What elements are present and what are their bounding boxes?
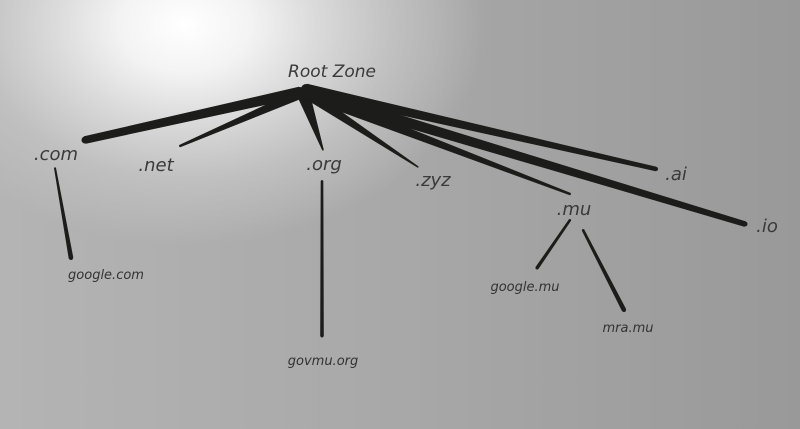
node-root-zone: Root Zone bbox=[288, 62, 376, 82]
node-domain-mra-mu: mra.mu bbox=[602, 321, 654, 336]
node-tld-org: .org bbox=[306, 154, 342, 175]
node-tld-com: .com bbox=[33, 144, 79, 165]
edge-mu-mra-mu-end-cap bbox=[622, 308, 626, 312]
edge-root-io bbox=[304, 86, 747, 227]
edge-root-zyz-end-cap bbox=[417, 166, 419, 168]
edge-mu-mra-mu bbox=[581, 229, 627, 312]
edge-com-google-com-start-cap bbox=[54, 167, 56, 169]
edge-org-govmu-org bbox=[320, 180, 324, 337]
edge-org-govmu-org-start-cap bbox=[321, 180, 323, 182]
node-domain-google-com: google.com bbox=[68, 268, 144, 283]
edge-root-mu-end-cap bbox=[569, 193, 571, 195]
edge-com-google-com bbox=[53, 167, 74, 259]
node-domain-govmu-org: govmu.org bbox=[287, 354, 359, 369]
edge-root-com bbox=[83, 86, 302, 144]
edge-root-com-end-cap bbox=[81, 136, 89, 144]
tree-edges bbox=[53, 83, 748, 338]
node-domain-google-mu: google.mu bbox=[490, 280, 560, 295]
edge-mu-google-mu bbox=[535, 219, 572, 270]
edge-mu-mra-mu-start-cap bbox=[582, 229, 584, 231]
edge-mu-google-mu-end-cap bbox=[535, 266, 539, 270]
edge-root-io-start-cap bbox=[300, 86, 312, 98]
edge-root-org-end-cap bbox=[322, 149, 324, 151]
edge-root-net-end-cap bbox=[179, 145, 181, 147]
node-tld-net: .net bbox=[138, 155, 174, 176]
edge-mu-google-mu-start-cap bbox=[569, 219, 571, 221]
node-tld-mu: .mu bbox=[556, 199, 592, 220]
node-tld-zyz: .zyz bbox=[415, 170, 451, 191]
edge-root-ai-end-cap bbox=[654, 167, 658, 171]
edge-com-google-com-end-cap bbox=[69, 256, 73, 260]
edge-root-io-end-cap bbox=[742, 221, 748, 227]
edge-org-govmu-org-end-cap bbox=[320, 334, 324, 338]
node-tld-ai: .ai bbox=[665, 164, 687, 185]
node-tld-io: .io bbox=[756, 216, 778, 237]
